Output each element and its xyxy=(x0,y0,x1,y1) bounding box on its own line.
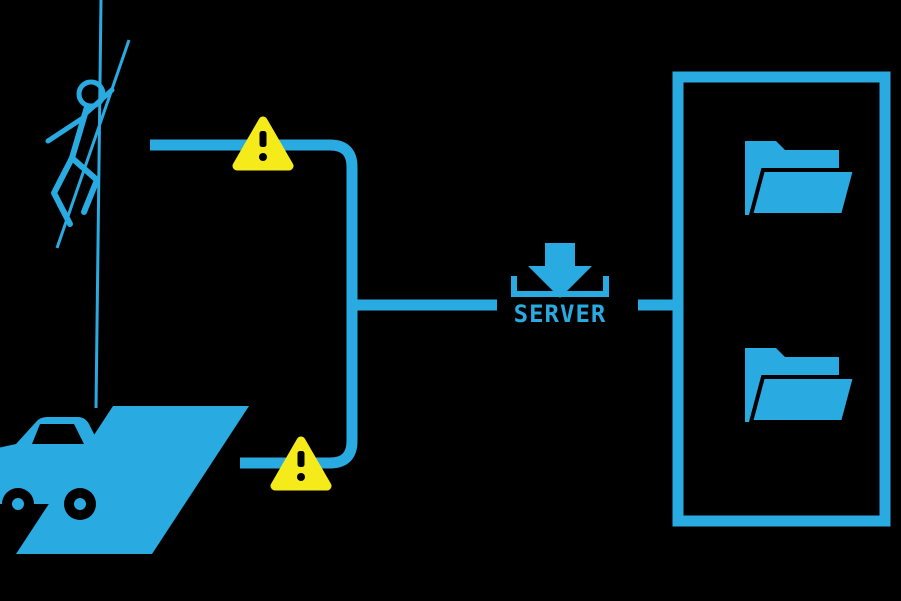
folder-icon xyxy=(745,348,858,424)
warning-icon xyxy=(232,116,294,171)
warning-icon xyxy=(270,436,332,491)
car-icon xyxy=(0,417,108,520)
rope-line xyxy=(55,0,131,409)
server-label: SERVER xyxy=(514,300,607,328)
climber-icon xyxy=(45,79,115,227)
download-icon xyxy=(511,243,609,298)
folder-icon xyxy=(745,141,858,217)
server-box xyxy=(672,71,891,527)
